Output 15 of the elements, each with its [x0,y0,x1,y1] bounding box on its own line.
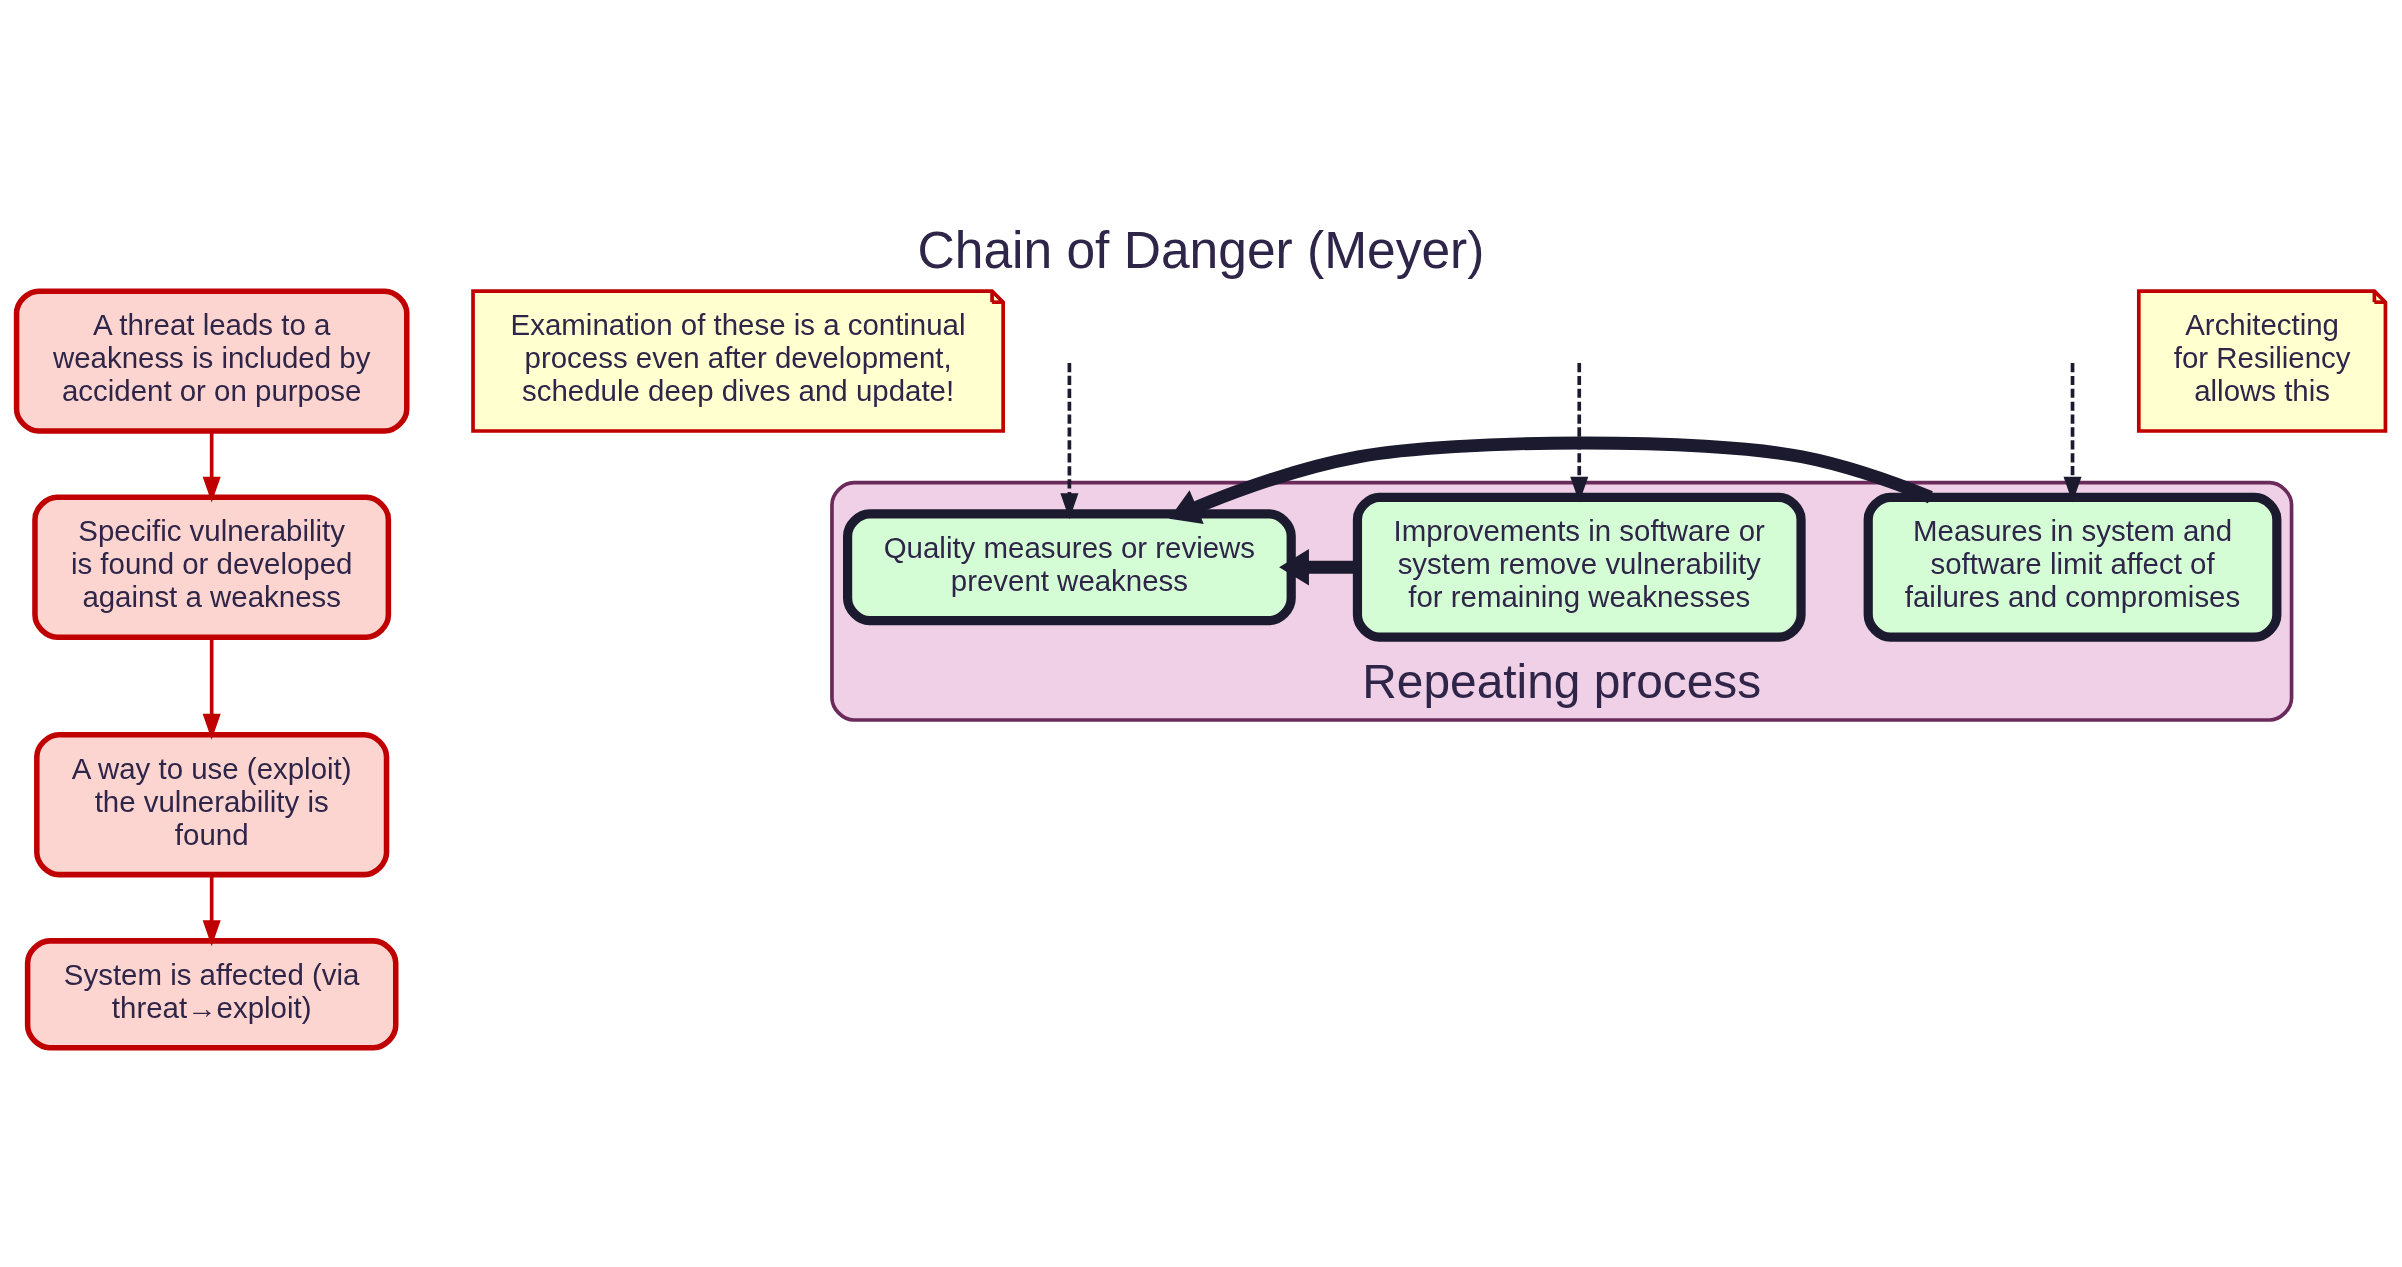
arrow [1169,436,1933,524]
arrow [202,431,221,503]
node-box: A threat leads to a weakness is included by accident or on purpose [13,288,410,434]
node-box: Improvements in software or system remove vulnerability for remaining weaknesses [1352,492,1806,642]
arrow [1060,363,1079,520]
arrow [1570,363,1589,503]
node-box: Specific vulnerability is found or developed against a weakness [32,494,392,640]
arrow [202,637,221,740]
arrow [202,874,221,947]
diagram-title: Chain of Danger (Meyer) [917,220,1485,279]
node-box: A way to use (exploit) the vulnerability is found [34,731,390,878]
node-box: System is affected (via threat→exploit) [24,938,399,1051]
arrow [2063,363,2082,503]
node-box: Measures in system and software limit affect of failures and compromises [1863,492,2282,642]
node-box: Quality measures or reviews prevent weakness [843,509,1296,626]
